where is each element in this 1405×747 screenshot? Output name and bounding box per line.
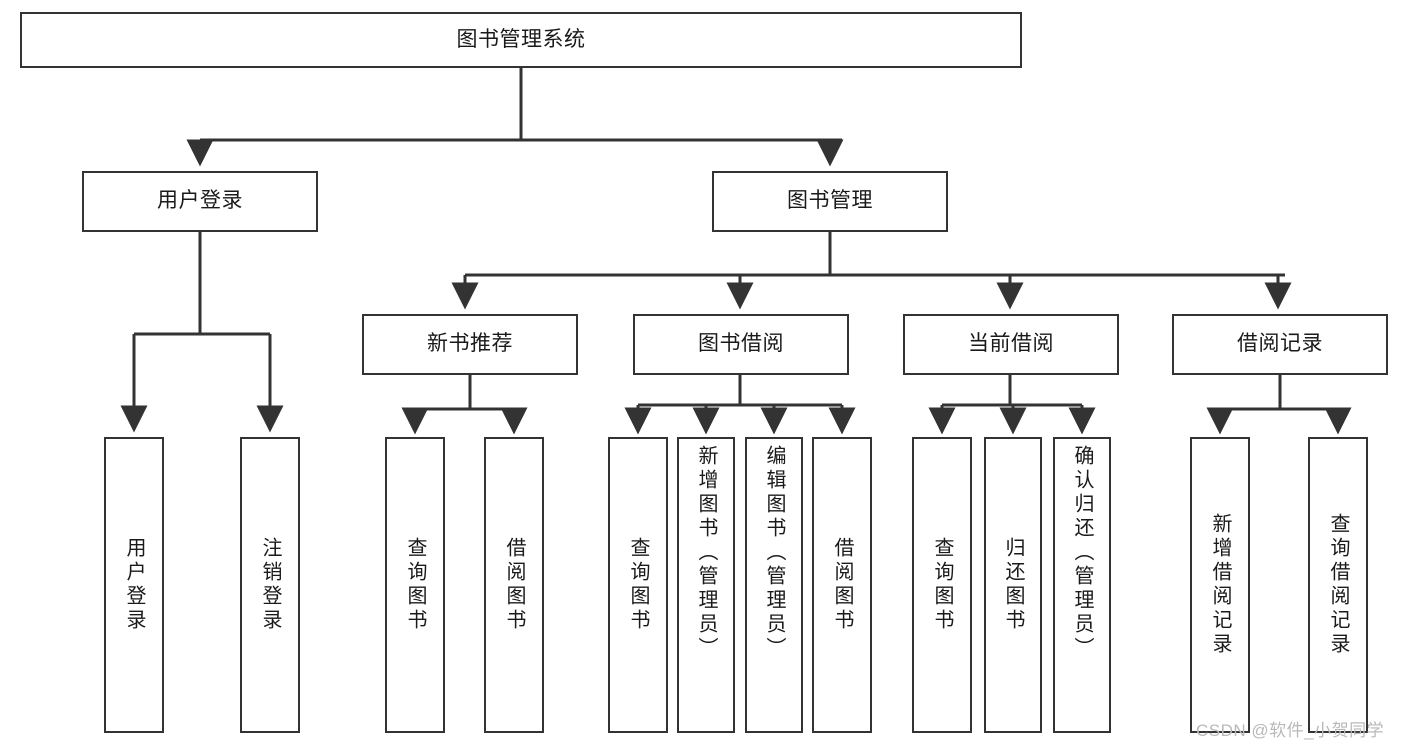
leaf-add-record[interactable]: 新增借阅记录	[1190, 437, 1250, 733]
node-new-book-rec-label: 新书推荐	[427, 332, 513, 356]
leaf-edit-book-label: 编辑图书（管理员）	[763, 445, 785, 661]
node-book-borrow-label: 图书借阅	[698, 332, 784, 356]
node-user-login-label: 用户登录	[157, 189, 243, 213]
leaf-return-book[interactable]: 归还图书	[984, 437, 1042, 733]
node-user-login[interactable]: 用户登录	[82, 171, 318, 232]
node-borrow-record-label: 借阅记录	[1237, 332, 1323, 356]
csdn-watermark: CSDN @软件_小贺同学	[1196, 721, 1385, 740]
node-book-borrow[interactable]: 图书借阅	[633, 314, 849, 375]
leaf-query-book-3-label: 查询图书	[931, 537, 953, 633]
node-book-manage-label: 图书管理	[787, 189, 873, 213]
leaf-query-record[interactable]: 查询借阅记录	[1308, 437, 1368, 733]
node-root-label: 图书管理系统	[456, 27, 586, 51]
leaf-query-record-label: 查询借阅记录	[1327, 513, 1349, 657]
leaf-confirm-return[interactable]: 确认归还（管理员）	[1053, 437, 1111, 733]
leaf-logout[interactable]: 注销登录	[240, 437, 300, 733]
node-borrow-record[interactable]: 借阅记录	[1172, 314, 1388, 375]
leaf-query-book-2[interactable]: 查询图书	[608, 437, 668, 733]
leaf-query-book-3[interactable]: 查询图书	[912, 437, 972, 733]
leaf-borrow-book-2[interactable]: 借阅图书	[812, 437, 872, 733]
leaf-query-book-1-label: 查询图书	[404, 537, 426, 633]
leaf-logout-label: 注销登录	[259, 537, 281, 633]
leaf-add-book[interactable]: 新增图书（管理员）	[677, 437, 735, 733]
leaf-query-book-1[interactable]: 查询图书	[385, 437, 445, 733]
node-current-borrow-label: 当前借阅	[968, 332, 1054, 356]
leaf-borrow-book-1[interactable]: 借阅图书	[484, 437, 544, 733]
node-current-borrow[interactable]: 当前借阅	[903, 314, 1119, 375]
leaf-return-book-label: 归还图书	[1002, 537, 1024, 633]
leaf-add-book-label: 新增图书（管理员）	[695, 445, 717, 661]
leaf-confirm-return-label: 确认归还（管理员）	[1071, 445, 1093, 661]
leaf-borrow-book-2-label: 借阅图书	[831, 537, 853, 633]
leaf-user-login[interactable]: 用户登录	[104, 437, 164, 733]
leaf-edit-book[interactable]: 编辑图书（管理员）	[745, 437, 803, 733]
leaf-add-record-label: 新增借阅记录	[1209, 513, 1231, 657]
node-root[interactable]: 图书管理系统	[20, 12, 1022, 68]
node-new-book-rec[interactable]: 新书推荐	[362, 314, 578, 375]
leaf-borrow-book-1-label: 借阅图书	[503, 537, 525, 633]
leaf-query-book-2-label: 查询图书	[627, 537, 649, 633]
leaf-user-login-label: 用户登录	[123, 537, 145, 633]
node-book-manage[interactable]: 图书管理	[712, 171, 948, 232]
